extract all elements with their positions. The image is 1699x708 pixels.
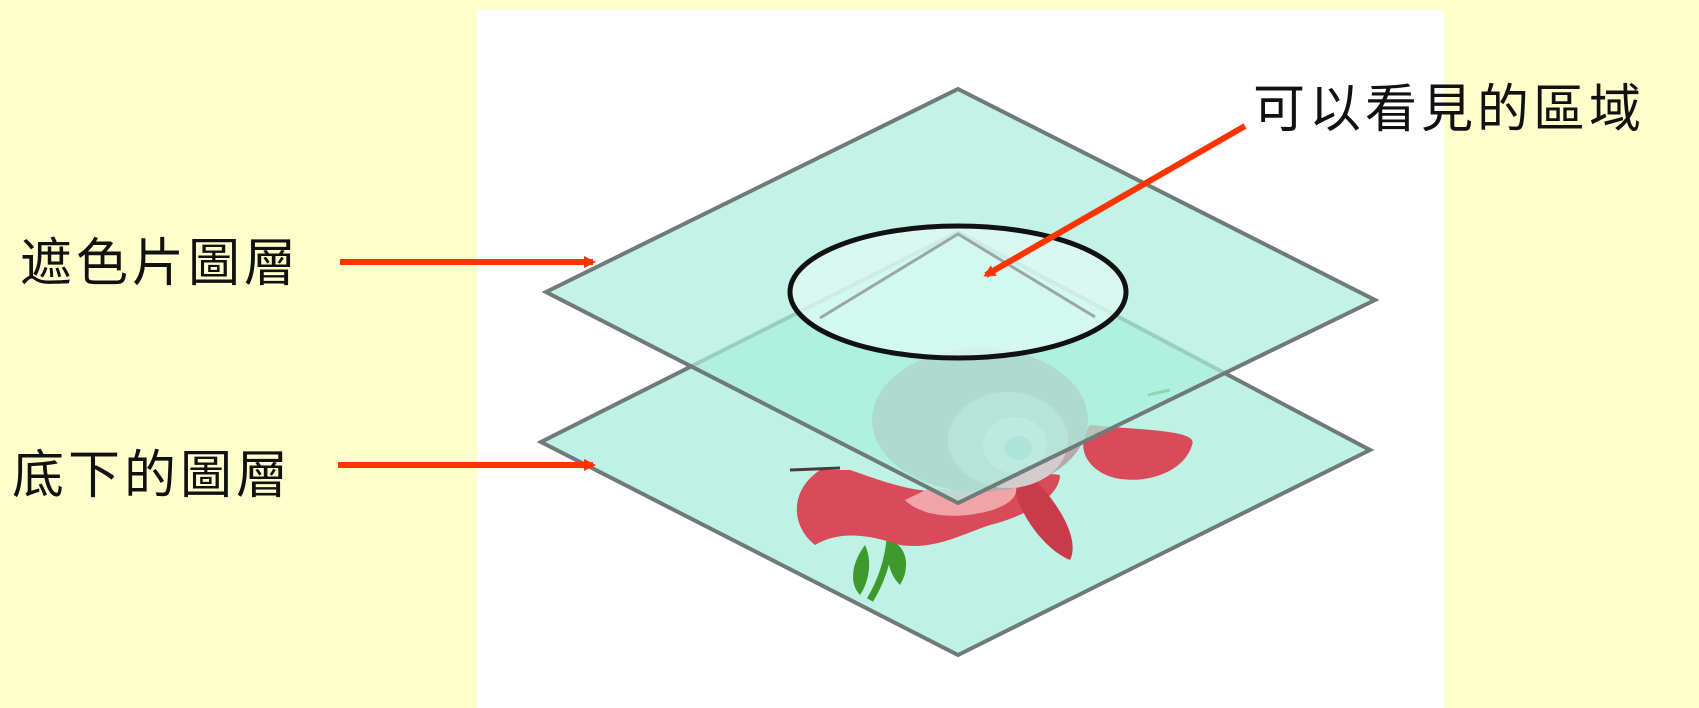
visible-area-ring <box>790 226 1126 358</box>
bottom-layer-label: 底下的圖層 <box>12 450 292 502</box>
mask-layer-label: 遮色片圖層 <box>20 238 300 290</box>
visible-area-label: 可以看見的區域 <box>1253 84 1645 136</box>
